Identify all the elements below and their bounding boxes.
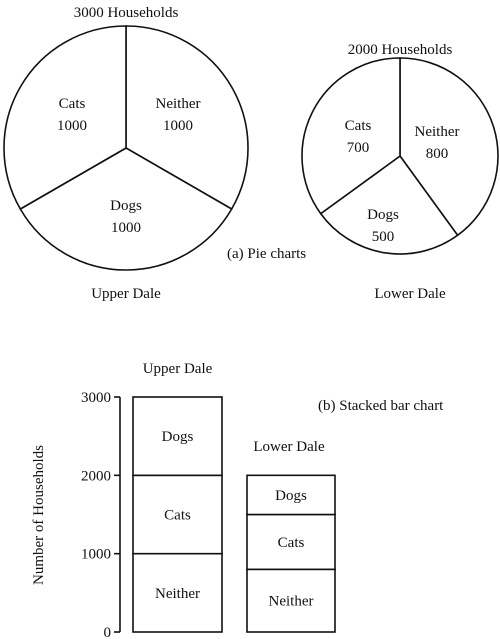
pie-region-label: Lower Dale — [374, 286, 446, 302]
pie-region-label: Upper Dale — [91, 286, 161, 302]
bar-segment-label-cats: Cats — [278, 535, 305, 551]
bar-segment-label-neither: Neither — [269, 594, 314, 610]
bar-segment-label-cats: Cats — [164, 508, 191, 524]
bar-segment-upper-dale-cats — [132, 474, 223, 555]
bar-segment-upper-dale-dogs — [132, 396, 223, 477]
panel-a-caption: (a) Pie charts — [227, 246, 306, 262]
pie-slice-value-neither: 1000 — [163, 118, 193, 134]
pie-slice-value-cats: 700 — [347, 140, 370, 156]
bar-category-label-upper-dale: Upper Dale — [143, 361, 213, 377]
pie-slice-label-dogs: Dogs — [110, 198, 142, 214]
pie-slice-label-cats: Cats — [59, 96, 86, 112]
bar-segment-label-neither: Neither — [155, 586, 200, 602]
y-tick-label-0: 0 — [104, 625, 112, 639]
pie-slice-cats — [3, 25, 127, 211]
pie-slice-neither — [399, 57, 499, 237]
bar-segment-label-dogs: Dogs — [162, 429, 194, 445]
bar-segment-label-dogs: Dogs — [275, 488, 307, 504]
pie-slice-neither — [125, 25, 249, 211]
pie-title: 3000 Households — [74, 5, 179, 21]
pie-chart-upper-dale: 3000 HouseholdsNeither1000Dogs1000Cats10… — [3, 5, 249, 302]
y-tick-label-2000: 2000 — [81, 468, 111, 484]
pie-slice-cats — [301, 57, 401, 215]
pie-slice-label-cats: Cats — [345, 118, 372, 134]
pie-slice-value-dogs: 500 — [372, 229, 395, 245]
pie-slice-label-dogs: Dogs — [367, 207, 399, 223]
y-tick-label-1000: 1000 — [81, 547, 111, 563]
pie-slice-dogs — [319, 154, 459, 255]
pie-slice-label-neither: Neither — [156, 96, 201, 112]
pie-slice-label-neither: Neither — [415, 124, 460, 140]
panel-b-caption: (b) Stacked bar chart — [318, 398, 444, 414]
bar-segment-lower-dale-dogs — [246, 474, 336, 516]
pie-title: 2000 Households — [348, 42, 453, 58]
bar-segment-upper-dale-neither — [132, 552, 223, 633]
pie-slice-value-neither: 800 — [426, 146, 449, 162]
bar-category-label-lower-dale: Lower Dale — [253, 439, 325, 455]
y-tick-label-3000: 3000 — [81, 390, 111, 406]
y-axis-label: Number of Households — [31, 445, 47, 585]
pie-slice-value-dogs: 1000 — [111, 220, 141, 236]
pie-slice-value-cats: 1000 — [57, 118, 87, 134]
